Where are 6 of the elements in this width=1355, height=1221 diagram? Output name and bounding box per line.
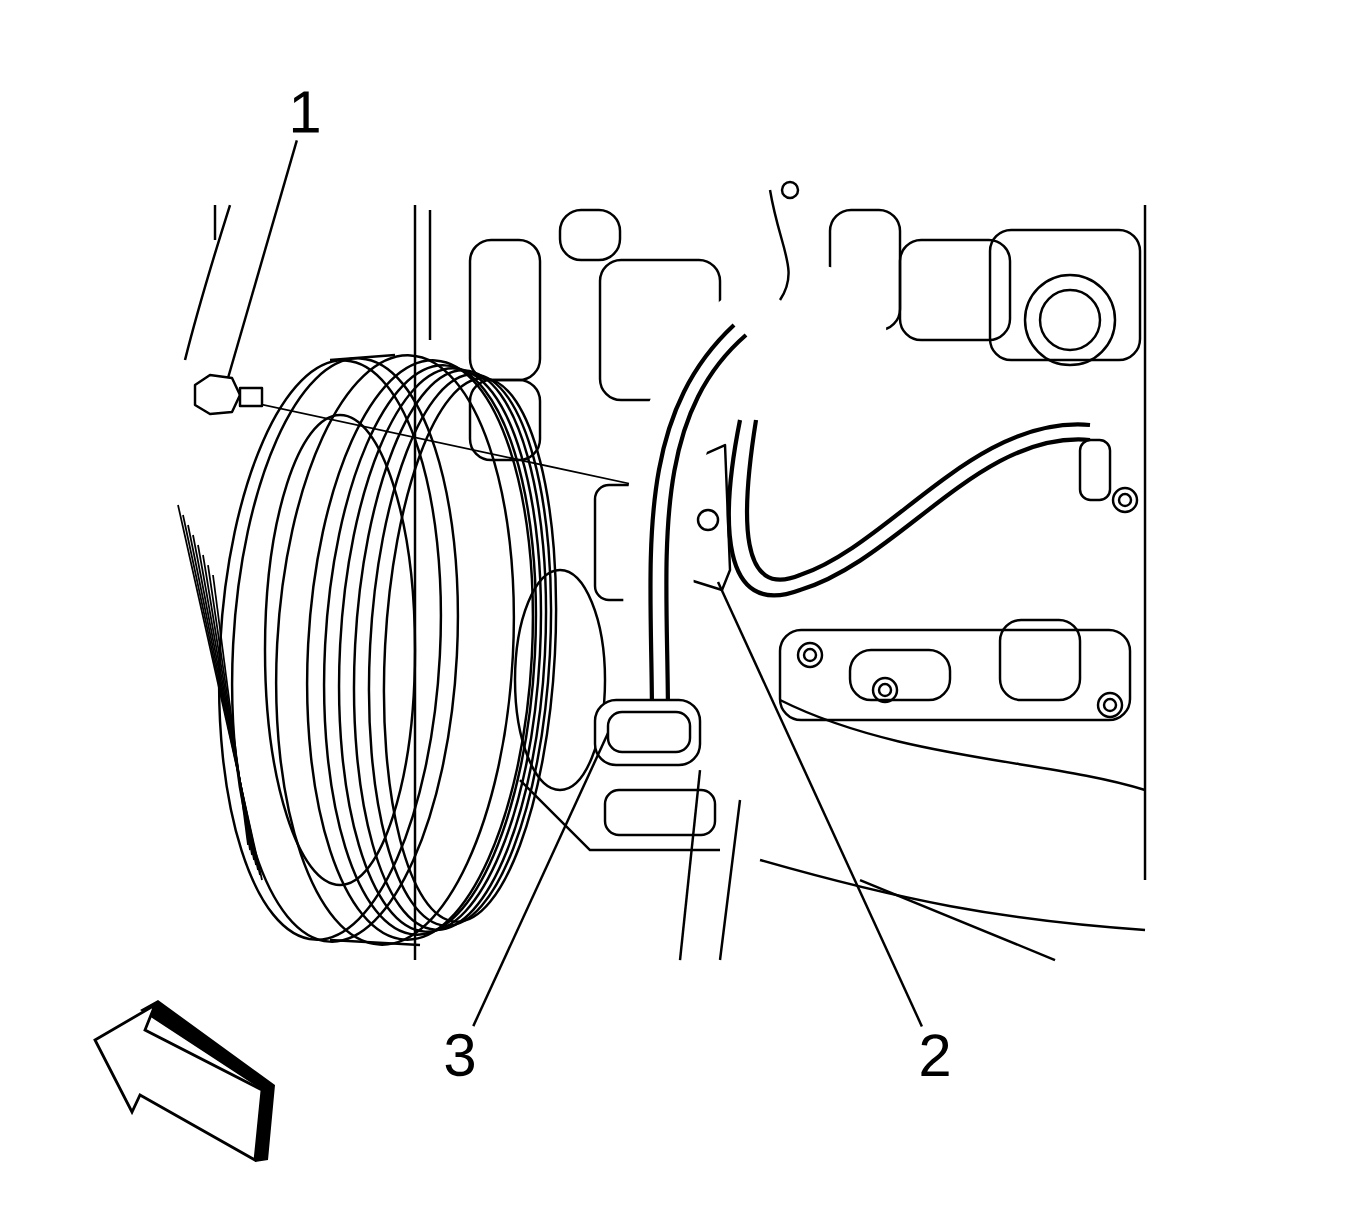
callout-number: 2 <box>921 1034 949 1076</box>
leader-line <box>716 581 923 1027</box>
callout-number: 1 <box>292 91 319 133</box>
leader-line <box>472 732 610 1027</box>
leader-line <box>226 139 298 379</box>
callout-number: 3 <box>445 1033 474 1077</box>
